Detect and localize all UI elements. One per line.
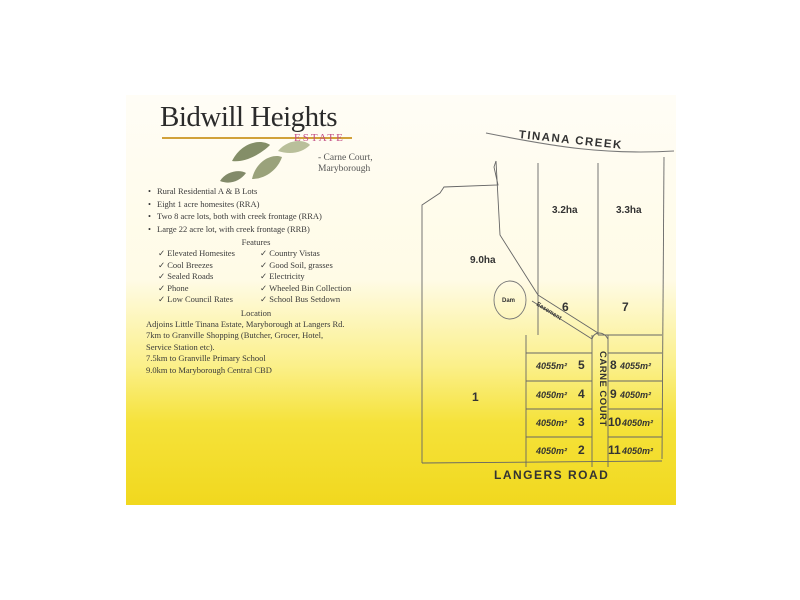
leaves-icon [220,141,310,183]
lot-7-number: 7 [622,300,629,314]
location-line: 7.5km to Granville Primary School [146,353,266,364]
lot-10-number: 10 [608,415,622,429]
easement [537,294,599,334]
location-line: Service Station etc). [146,341,215,352]
feature-item: Wheeled Bin Collection [260,283,370,295]
lot-9-number: 9 [610,387,617,401]
lot-11-number: 11 [608,443,621,457]
langers-road-line [421,460,663,464]
lot-8-number: 8 [610,358,617,372]
dam [493,280,527,320]
list-item: Eight 1 acre homesites (RRA) [146,198,406,211]
lot-2-number: 2 [578,443,585,457]
lot-1-area: 9.0ha [470,255,496,266]
easement-label: Easement [535,302,562,322]
lot-4-number: 4 [578,387,585,401]
brand-rule [162,137,352,139]
features-heading: Features [241,237,271,247]
brand-title: Bidwill Heights [160,101,337,133]
location-line: 7km to Granville Shopping (Butcher, Groc… [146,330,324,341]
lot-1-number: 1 [472,390,479,404]
feature-item: Country Vistas [260,248,370,260]
location-line: 9.0km to Maryborough Central CBD [146,364,272,375]
creek-line [485,132,675,153]
feature-item: Sealed Roads [158,271,258,283]
location-heading: Location [240,307,272,318]
list-item: Large 22 acre lot, with creek frontage (… [146,223,406,236]
lot-4-area: 4050m² [535,390,568,400]
feature-item: Cool Breezes [158,260,258,272]
lot-6-area: 3.2ha [552,205,578,216]
feature-item: Low Council Rates [158,294,258,306]
brand-block: Bidwill Heights ESTATE - Carne Court, Ma… [160,101,400,201]
feature-item: Electricity [260,271,370,283]
lot-6-number: 6 [562,300,569,314]
feature-item: Elevated Homesites [158,248,258,260]
lot-11-area: 4050m² [621,446,654,456]
location-list: Adjoins Little Tinana Estate, Maryboroug… [146,319,406,376]
lot-8-area: 4055m² [619,361,652,371]
location-line: Adjoins Little Tinana Estate, Maryboroug… [146,318,345,329]
features-list: Elevated Homesites Country Vistas Cool B… [158,248,406,306]
creek-label: TINANA CREEK [518,129,623,152]
court-label: CARNE COURT [597,351,608,427]
info-text: Rural Residential A & B Lots Eight 1 acr… [146,185,406,376]
carne-court-road [591,332,609,340]
lot-1-boundary [421,160,499,463]
feature-item: Phone [158,283,258,295]
lot-2-area: 4050m² [535,446,568,456]
lot-9-area: 4050m² [619,390,652,400]
brand-subtitle: ESTATE [294,132,345,144]
lot-3-number: 3 [578,415,585,429]
road-label: LANGERS ROAD [494,468,609,482]
lot-3-area: 4050m² [535,418,568,428]
lot-5-number: 5 [578,358,585,372]
feature-item: School Bus Setdown [260,294,370,306]
site-map: TINANA CREEK LANGERS ROAD CARNE COURT Ea… [421,129,675,482]
lot-5-area: 4055m² [535,361,568,371]
east-boundary [661,156,665,460]
feature-item: Good Soil, grasses [260,260,370,272]
list-item: Rural Residential A & B Lots [146,185,406,198]
lot-10-area: 4050m² [621,418,654,428]
estate-flyer: TINANA CREEK LANGERS ROAD CARNE COURT Ea… [126,95,676,505]
lot-types-list: Rural Residential A & B Lots Eight 1 acr… [146,185,406,235]
lot-7-area: 3.3ha [616,205,642,216]
dam-label: Dam [502,298,515,304]
brand-location: - Carne Court, Maryborough [318,153,373,174]
list-item: Two 8 acre lots, both with creek frontag… [146,210,406,223]
